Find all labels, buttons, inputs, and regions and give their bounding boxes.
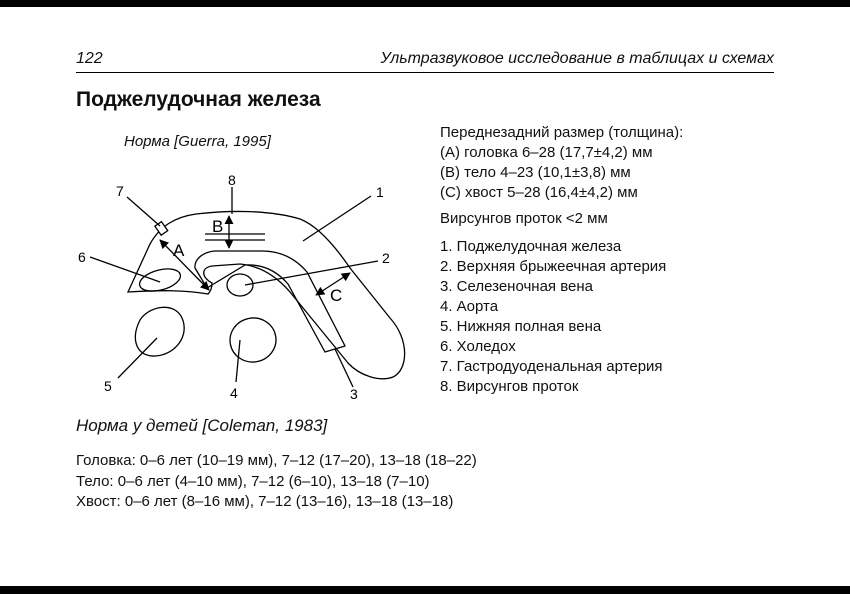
children-tail-line: Хвост: 0–6 лет (8–16 мм), 7–12 (13–16), … xyxy=(76,493,454,510)
legend-item: 6. Холедох xyxy=(440,338,516,355)
measurements-heading: Переднезадний размер (толщина): xyxy=(440,124,684,141)
running-title: Ультразвуковое исследование в таблицах и… xyxy=(380,50,774,67)
pancreas-diagram: 1 2 3 4 5 6 7 8 A B C xyxy=(78,172,406,402)
legend-item: 2. Верхняя брыжеечная артерия xyxy=(440,258,667,275)
duct-size: Вирсунгов проток <2 мм xyxy=(440,210,608,227)
children-head-line: Головка: 0–6 лет (10–19 мм), 7–12 (17–20… xyxy=(76,452,477,469)
legend-item: 4. Аорта xyxy=(440,298,499,315)
measurement-body: (B) тело 4–23 (10,1±3,8) мм xyxy=(440,164,631,181)
diagram-label-2: 2 xyxy=(382,250,390,266)
segment-label-b: B xyxy=(212,217,223,236)
diagram-label-7: 7 xyxy=(116,183,124,199)
measurement-head: (A) головка 6–28 (17,7±4,2) мм xyxy=(440,144,653,161)
children-body-line: Тело: 0–6 лет (4–10 мм), 7–12 (6–10), 13… xyxy=(76,472,430,490)
diagram-label-8: 8 xyxy=(228,172,236,188)
segment-label-a: A xyxy=(173,241,185,260)
page-number: 122 xyxy=(76,50,103,67)
legend-item: 8. Вирсунгов проток xyxy=(440,378,579,395)
diagram-label-1: 1 xyxy=(376,184,384,200)
children-caption: Норма у детей [Coleman, 1983] xyxy=(76,416,328,435)
diagram-label-3: 3 xyxy=(350,386,358,402)
norm-caption: Норма [Guerra, 1995] xyxy=(124,133,271,150)
header-rule xyxy=(76,72,774,73)
diagram-label-6: 6 xyxy=(78,249,86,265)
diagram-label-5: 5 xyxy=(104,378,112,394)
measurements-block: Переднезадний размер (толщина): (A) голо… xyxy=(440,123,683,397)
legend-item: 3. Селезеночная вена xyxy=(440,278,593,295)
pancreas-outline xyxy=(126,210,406,380)
legend-item: 5. Нижняя полная вена xyxy=(440,318,602,335)
segment-label-c: C xyxy=(330,286,342,305)
legend-item: 1. Поджелудочная железа xyxy=(440,238,622,255)
legend-item: 7. Гастродуоденальная артерия xyxy=(440,358,663,375)
bottom-border xyxy=(0,586,850,594)
children-norms: Головка: 0–6 лет (10–19 мм), 7–12 (17–20… xyxy=(76,451,477,513)
page-title: Поджелудочная железа xyxy=(76,88,321,111)
measurement-tail: (C) хвост 5–28 (16,4±4,2) мм xyxy=(440,184,638,201)
diagram-label-4: 4 xyxy=(230,385,238,401)
top-border xyxy=(0,0,850,7)
